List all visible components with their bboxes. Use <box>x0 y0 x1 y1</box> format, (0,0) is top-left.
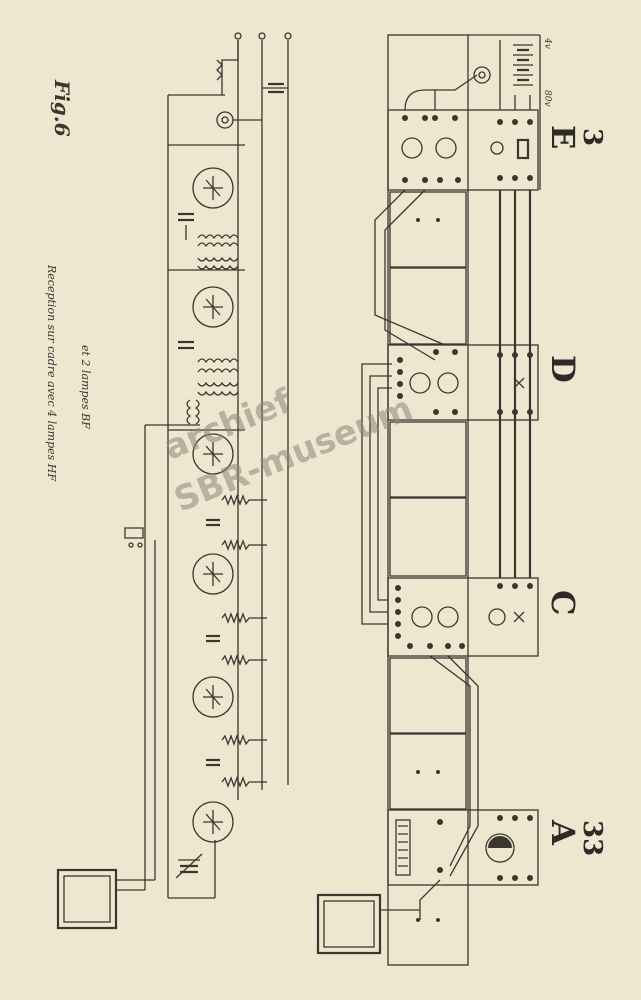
cabinet-wiring <box>316 34 541 966</box>
unit-E-letter: E <box>544 125 582 149</box>
unit-A-panel <box>387 809 539 886</box>
unit-A-number: 33 <box>577 820 607 856</box>
transformer-2 <box>197 358 239 396</box>
caption-line-2: et 2 lampes BF <box>79 345 92 429</box>
fig-number: Fig.6 <box>50 79 74 137</box>
unit-D-label: D <box>544 355 582 383</box>
battery-80v-text: 80v <box>542 90 552 107</box>
unit-E-label: E 3 <box>544 125 607 149</box>
caption-2-group: et 2 lampes BF <box>79 345 92 429</box>
tube-4 <box>192 553 234 595</box>
battery-4v-text: 4v <box>542 37 552 49</box>
unit-C-panel <box>387 577 539 657</box>
fig-number-text: Fig.6 <box>50 79 74 137</box>
frame-aerial-top <box>56 868 155 930</box>
caption: Reception sur cadre avec 4 lampes HF <box>45 264 58 481</box>
tube-3 <box>192 433 234 475</box>
tube-1 <box>192 167 234 209</box>
battery <box>499 40 533 110</box>
unit-D-letter: D <box>544 355 582 383</box>
unit-A-label: A 33 <box>544 819 607 856</box>
unit-C-label: C <box>544 590 582 615</box>
transformer-1 <box>197 234 239 270</box>
frame-aerial-bottom <box>316 893 420 955</box>
unit-A-letter: A <box>544 819 582 846</box>
battery-label-80v: 80v <box>542 90 552 107</box>
tube-2 <box>192 286 234 328</box>
tube-6 <box>192 801 234 843</box>
caption-line-1: Reception sur cadre avec 4 lampes HF <box>45 264 58 481</box>
unit-E-number: 3 <box>577 128 607 146</box>
unit-E-panel <box>387 109 539 191</box>
battery-label-4v: 4v <box>542 37 552 49</box>
schematic <box>56 32 292 930</box>
tube-5 <box>192 676 234 718</box>
unit-C-letter: C <box>544 590 582 615</box>
